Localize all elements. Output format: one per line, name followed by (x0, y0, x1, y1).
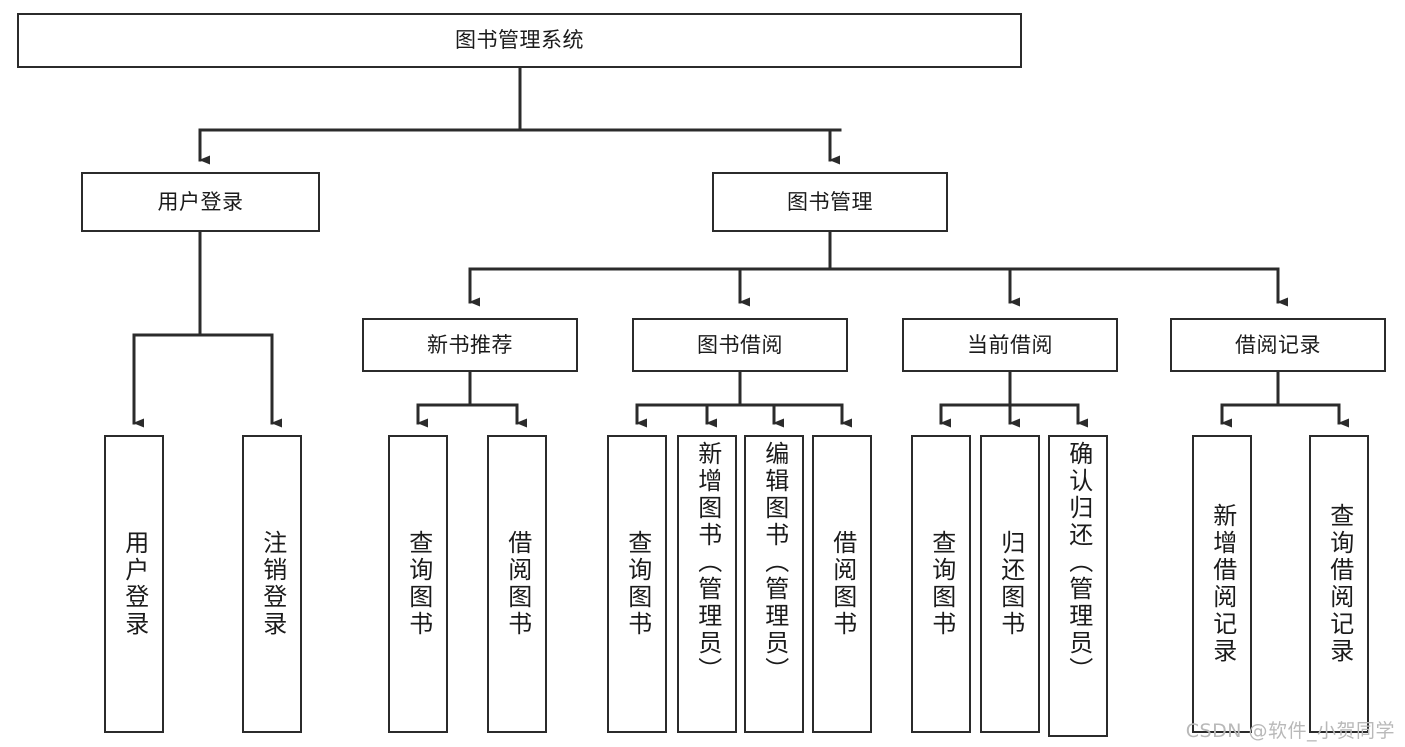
node-leaf-add-book-label: 新增图书（管理员） (693, 441, 722, 684)
node-leaf-add-record[interactable]: 新增借阅记录 (1192, 435, 1252, 733)
node-current-borrow-label: 当前借阅 (967, 332, 1053, 357)
node-leaf-borrow-book-1[interactable]: 借阅图书 (487, 435, 547, 733)
node-leaf-return-book[interactable]: 归还图书 (980, 435, 1040, 733)
node-new-book-rec-label: 新书推荐 (427, 332, 513, 357)
node-leaf-user-login-label: 用户登录 (120, 530, 149, 638)
node-leaf-query-book-3-label: 查询图书 (927, 530, 956, 638)
node-leaf-user-login[interactable]: 用户登录 (104, 435, 164, 733)
node-current-borrow[interactable]: 当前借阅 (902, 318, 1118, 372)
node-leaf-confirm-return[interactable]: 确认归还（管理员） (1048, 435, 1108, 737)
node-root[interactable]: 图书管理系统 (17, 13, 1022, 68)
node-leaf-edit-book-label: 编辑图书（管理员） (760, 441, 789, 684)
node-leaf-query-book-1-label: 查询图书 (404, 530, 433, 638)
node-leaf-borrow-book-2-label: 借阅图书 (828, 530, 857, 638)
node-leaf-borrow-book-1-label: 借阅图书 (503, 530, 532, 638)
node-leaf-logout[interactable]: 注销登录 (242, 435, 302, 733)
node-leaf-query-record-label: 查询借阅记录 (1325, 503, 1354, 665)
node-leaf-borrow-book-2[interactable]: 借阅图书 (812, 435, 872, 733)
node-leaf-return-book-label: 归还图书 (996, 530, 1025, 638)
node-leaf-add-book[interactable]: 新增图书（管理员） (677, 435, 737, 733)
node-borrow-record[interactable]: 借阅记录 (1170, 318, 1386, 372)
node-leaf-confirm-return-label: 确认归还（管理员） (1064, 441, 1093, 684)
node-book-manage-label: 图书管理 (787, 189, 873, 214)
node-user-login-label: 用户登录 (157, 189, 244, 214)
node-leaf-edit-book[interactable]: 编辑图书（管理员） (744, 435, 804, 733)
node-leaf-query-record[interactable]: 查询借阅记录 (1309, 435, 1369, 733)
node-root-label: 图书管理系统 (455, 28, 584, 53)
node-new-book-rec[interactable]: 新书推荐 (362, 318, 578, 372)
node-book-borrow-label: 图书借阅 (697, 332, 783, 357)
node-leaf-add-record-label: 新增借阅记录 (1208, 503, 1237, 665)
node-leaf-query-book-3[interactable]: 查询图书 (911, 435, 971, 733)
watermark: CSDN @软件_小贺同学 (1185, 720, 1395, 742)
node-borrow-record-label: 借阅记录 (1235, 332, 1321, 357)
node-book-manage[interactable]: 图书管理 (712, 172, 948, 232)
node-leaf-query-book-2-label: 查询图书 (623, 530, 652, 638)
node-leaf-query-book-2[interactable]: 查询图书 (607, 435, 667, 733)
node-book-borrow[interactable]: 图书借阅 (632, 318, 848, 372)
node-leaf-logout-label: 注销登录 (258, 530, 287, 638)
node-leaf-query-book-1[interactable]: 查询图书 (388, 435, 448, 733)
node-user-login[interactable]: 用户登录 (81, 172, 320, 232)
